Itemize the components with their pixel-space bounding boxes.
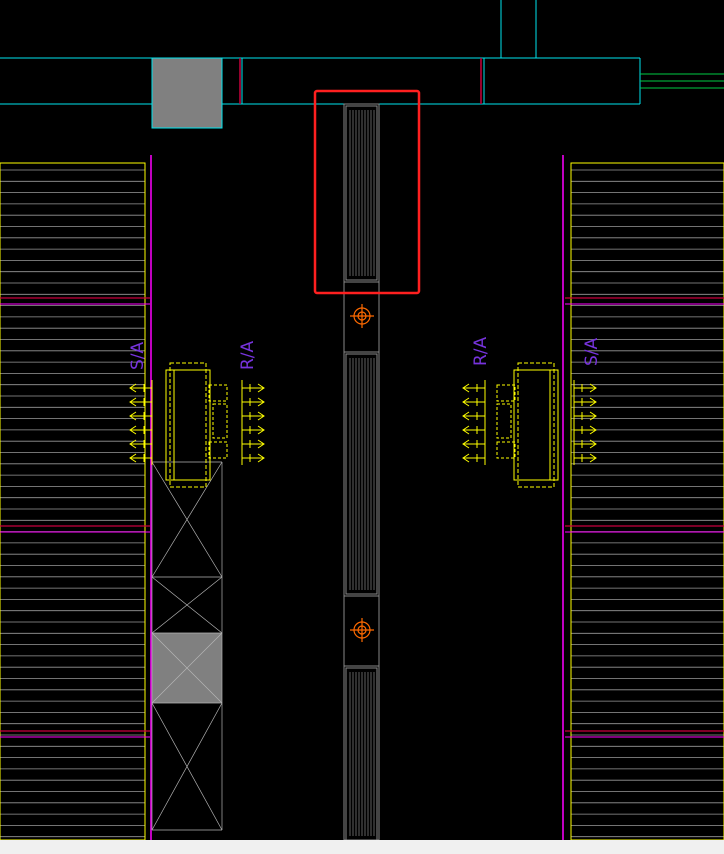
sprinkler-panel-1 [343, 281, 380, 353]
status-strip [0, 840, 724, 854]
label-right-supply: S/A [582, 337, 602, 366]
right-fan-coil-unit [496, 362, 559, 488]
sprinkler-icon [350, 304, 374, 328]
top-structure [0, 0, 641, 105]
column-block [151, 57, 223, 129]
center-strip [343, 103, 380, 840]
label-left-return: R/A [238, 340, 258, 370]
right-bay-outline [570, 162, 724, 840]
air-diffuser-arrows [129, 380, 597, 465]
label-left-supply: S/A [128, 341, 148, 370]
return-arrows-right [462, 380, 486, 465]
left-fan-coil-unit [165, 362, 228, 488]
linear-diffuser-bottom [345, 667, 378, 840]
left-seating-rows [0, 169, 145, 838]
return-arrows-left [241, 380, 265, 465]
horizontal-duct-lines [0, 297, 724, 738]
right-seating-rows [571, 169, 724, 838]
sprinkler-panel-2 [343, 595, 380, 667]
sprinkler-icon [350, 618, 374, 642]
left-shaft [151, 461, 223, 831]
selection-highlight-box[interactable] [313, 89, 421, 295]
linear-diffuser-middle [345, 353, 378, 595]
supply-arrows-left [129, 380, 153, 465]
supply-arrows-right [573, 380, 597, 465]
label-right-return: R/A [471, 336, 491, 366]
linear-diffuser-top [345, 105, 378, 281]
pipe-run [640, 73, 724, 89]
left-bay-outline [0, 162, 146, 840]
